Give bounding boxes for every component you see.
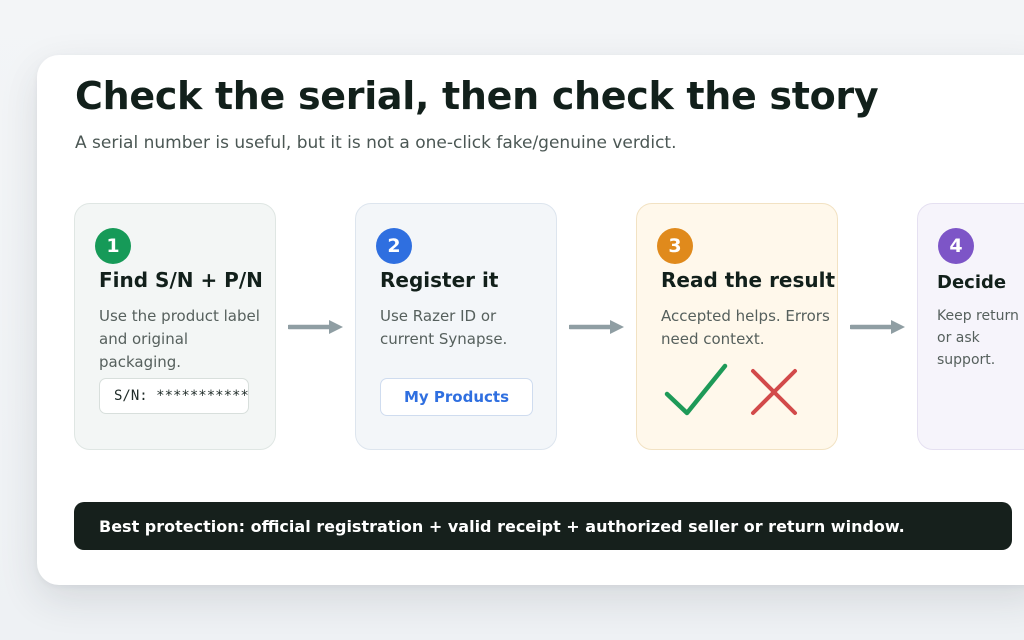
page-subtitle: A serial number is useful, but it is not…: [75, 133, 677, 153]
cross-icon: [751, 369, 797, 415]
step-card-find: 1 Find S/N + P/N Use the product label a…: [74, 203, 276, 450]
step-title: Read the result: [661, 268, 836, 292]
arrow-right-icon: [569, 320, 624, 334]
arrow-right-icon: [288, 320, 343, 334]
step-title: Find S/N + P/N: [99, 268, 263, 292]
serial-number-field: S/N: ***********: [99, 378, 249, 414]
protection-banner: Best protection: official registration +…: [74, 502, 1012, 550]
check-icon: [664, 363, 728, 416]
arrow-right-icon: [850, 320, 905, 334]
step-description: Keep return or ask support.: [937, 308, 1019, 368]
step-description: Use Razer ID or current Synapse.: [380, 307, 508, 348]
step-title: Register it: [380, 268, 499, 292]
my-products-button[interactable]: My Products: [380, 378, 533, 416]
step-number-badge: 2: [376, 228, 412, 264]
step-number-badge: 3: [657, 228, 693, 264]
step-title: Decide: [937, 272, 1007, 293]
step-number-badge: 4: [938, 228, 974, 264]
step-description: Accepted helps. Errors need context.: [661, 307, 830, 348]
step-description: Use the product label and original packa…: [99, 307, 260, 371]
step-number-badge: 1: [95, 228, 131, 264]
step-card-register: 2 Register it Use Razer ID or current Sy…: [355, 203, 557, 450]
page-title: Check the serial, then check the story: [75, 74, 879, 118]
step-card-decide: 4 Decide Keep return or ask support.: [917, 203, 1024, 450]
step-card-result: 3 Read the result Accepted helps. Errors…: [636, 203, 838, 450]
banner-text: Best protection: official registration +…: [99, 516, 905, 536]
